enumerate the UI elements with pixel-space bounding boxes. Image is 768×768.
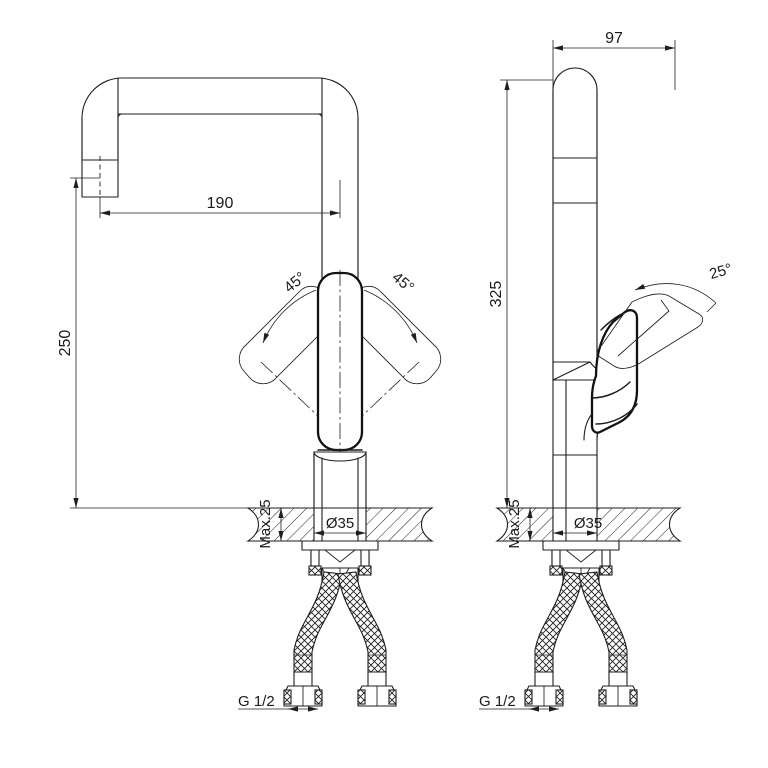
dimension-hole-diameter-right: Ø35 (553, 515, 602, 536)
dimension-hole-diameter-left: Ø35 (314, 515, 366, 536)
flexible-braided-hoses-side (534, 571, 628, 673)
dimension-max-thickness-right: Max.25 (506, 499, 533, 549)
arc-45-right (363, 289, 418, 344)
dimension-label-97: 97 (605, 30, 623, 47)
thread-callout-left: G 1/2 (238, 693, 318, 712)
mounting-hardware-front (301, 540, 379, 585)
arc-45-left (262, 289, 317, 344)
gooseneck-spout-side (552, 67, 598, 381)
dimension-height-250: 250 (57, 177, 248, 509)
dimension-label-dia35-left: Ø35 (326, 515, 354, 532)
dimension-spout-depth-97: 97 (552, 30, 676, 90)
thread-label-g12-right: G 1/2 (479, 693, 516, 710)
mounting-shank-side (552, 454, 598, 509)
dimension-spout-reach: 190 (99, 180, 359, 218)
angle-label-25: 25° (708, 260, 734, 283)
lever-raised-ghost-side (597, 293, 704, 369)
countertop-section-front (246, 507, 434, 542)
angle-arcs-front (262, 289, 418, 344)
single-lever-handle-front (316, 270, 364, 545)
dimension-label-190: 190 (207, 195, 234, 212)
arc-25 (634, 283, 717, 304)
dimension-max-thickness-left: Max.25 (257, 499, 284, 549)
dimension-label-325: 325 (488, 281, 505, 308)
hex-connection-nuts-front (283, 671, 397, 707)
hex-connection-nuts-side (524, 671, 638, 707)
single-lever-handle-side (590, 309, 639, 434)
dimension-label-250: 250 (57, 330, 74, 357)
side-view: 25° (479, 30, 734, 712)
thread-callout-right: G 1/2 (479, 693, 559, 712)
mixer-body-front (313, 451, 367, 509)
dimension-label-max25-right: Max.25 (506, 499, 523, 548)
dimension-label-dia35-right: Ø35 (574, 515, 602, 532)
angle-arc-25-side: 25° (634, 260, 734, 313)
dimension-label-max25-left: Max.25 (257, 499, 274, 548)
front-view: 190 250 Ø35 Max.25 45° 45° G 1/2 (57, 77, 442, 712)
aerator-outlet-front (81, 156, 119, 198)
thread-label-g12-left: G 1/2 (238, 693, 275, 710)
dimension-height-325: 325 (488, 79, 553, 509)
